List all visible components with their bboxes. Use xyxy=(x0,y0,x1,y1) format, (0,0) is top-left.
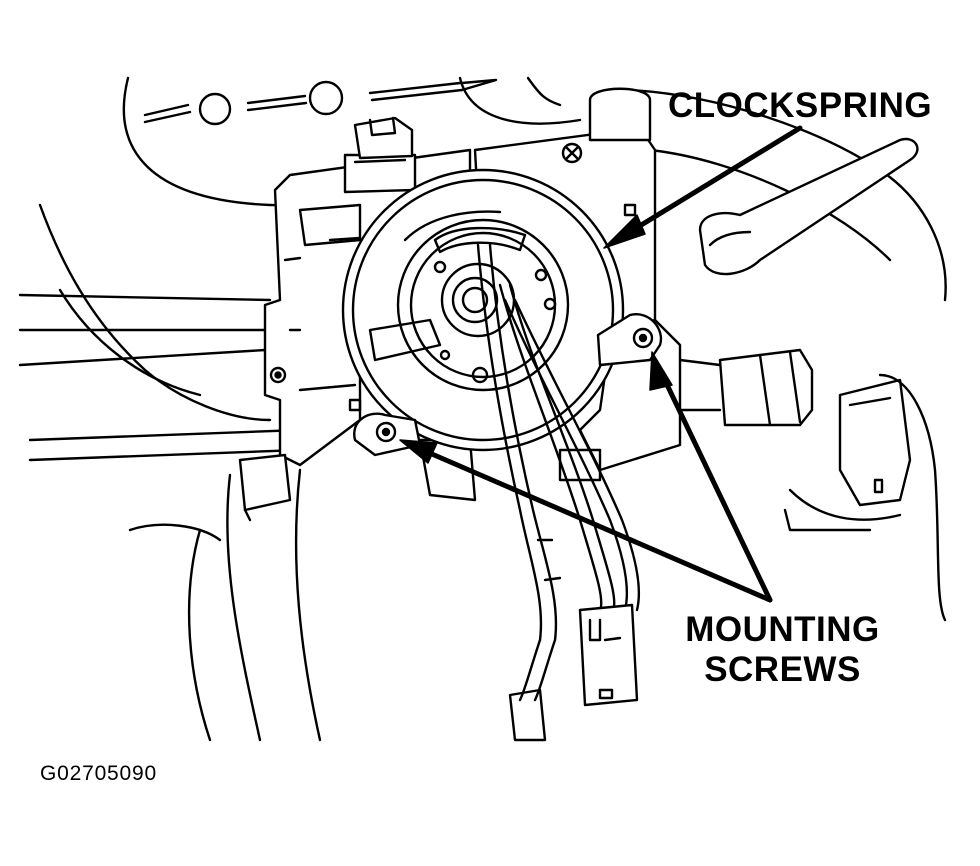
steering-wheel-outline xyxy=(38,76,947,422)
right-screw-arrowhead xyxy=(649,351,673,391)
clockspring-label: CLOCKSPRING xyxy=(668,86,933,125)
mounting-screws-label: MOUNTING SCREWS xyxy=(640,610,925,690)
clockspring-arrowhead xyxy=(603,214,646,249)
wire-connector xyxy=(578,603,639,707)
lever-stalks xyxy=(18,293,302,462)
callout-arrows xyxy=(399,125,803,603)
wire-harness xyxy=(476,243,640,742)
wheel-pins xyxy=(143,78,498,126)
lower-column xyxy=(128,438,602,742)
mounting-screws-label-line2: SCREWS xyxy=(704,650,861,689)
left-screw-arrowhead xyxy=(399,439,438,464)
figure-id: G02705090 xyxy=(40,762,157,785)
mounting-screws-label-line1: MOUNTING xyxy=(685,610,880,649)
